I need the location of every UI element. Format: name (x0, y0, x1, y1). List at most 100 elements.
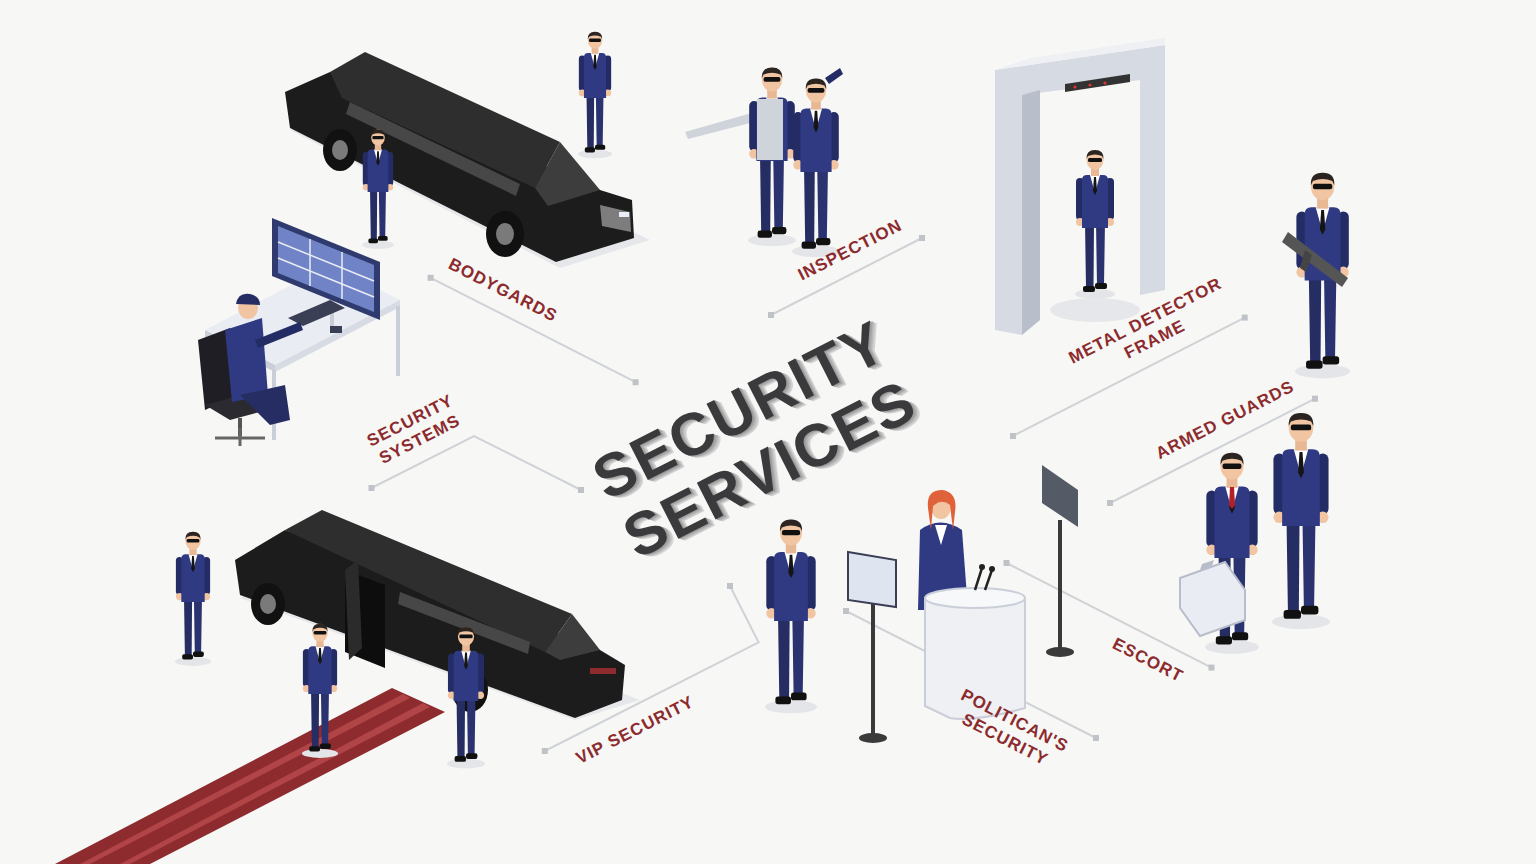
limousine-top-part (600, 205, 631, 232)
leader-dots-part (1093, 735, 1099, 741)
inspection-figures-part (685, 112, 758, 139)
politician-scene-part (935, 525, 947, 545)
inspection-figures-part (757, 99, 783, 160)
metal-detector-part (1075, 150, 1115, 299)
politician-scene-part (1058, 520, 1062, 650)
leader-dots-part (542, 748, 548, 754)
bodyguard-figures (362, 32, 612, 249)
escort-figures-part (1200, 560, 1214, 570)
bodyguard-figures-part (578, 32, 612, 159)
leader-dots-part (1004, 560, 1010, 566)
politician-scene-part (989, 566, 995, 572)
security-desk-part (255, 322, 303, 348)
metal-detector-part (995, 38, 1165, 70)
metal-detector (995, 38, 1165, 335)
service-label: ESCORT (1109, 633, 1187, 687)
security-desk-part (275, 300, 400, 372)
politician-scene-part (848, 552, 896, 607)
metal-detector-part (1065, 74, 1130, 92)
inspection-figures-part (792, 78, 840, 257)
politician-scene-part (928, 490, 956, 530)
leader-dots-part (1209, 665, 1215, 671)
politician-scene-part (871, 600, 875, 735)
limousine-top-part (486, 211, 524, 257)
politician-scene-part (925, 588, 1025, 608)
leader-dots-part (727, 583, 733, 589)
leader-dots-part (428, 275, 434, 281)
armed-guard (1282, 173, 1350, 379)
service-label: SECURITY SYSTEMS (356, 386, 473, 473)
security-desk-part (330, 326, 342, 333)
diagram-title-holder: SECURITY SERVICES (565, 299, 946, 580)
vip-guard-figures-part (447, 627, 485, 769)
metal-detector-part (995, 45, 1165, 335)
politician-scene-part (979, 564, 985, 570)
security-desk-part (215, 428, 265, 446)
politician-scene-part (859, 733, 887, 743)
service-label-holder: ARMED GUARDS (1152, 376, 1298, 464)
vip-guard-figures-part (175, 532, 211, 666)
limousine-top-part (619, 212, 629, 217)
metal-detector-part (1103, 81, 1106, 84)
service-label-holder: SECURITY SYSTEMS (356, 386, 473, 473)
service-label-holder: ESCORT (1109, 633, 1187, 687)
limousine-top-part (332, 140, 348, 160)
armed-guard-part (1300, 250, 1312, 272)
leader-dots-part (633, 379, 639, 385)
bodyguard-figures-part (362, 130, 394, 249)
limousine-top-part (323, 129, 357, 171)
security-desk-part (236, 294, 260, 305)
security-desk-part-part (341, 252, 343, 299)
red-carpet-part (80, 694, 410, 864)
leader-dots-part (843, 608, 849, 614)
inspection-figures-part (825, 68, 843, 84)
security-desk-part (278, 239, 374, 299)
limousine-bottom-part (285, 510, 572, 652)
metal-detector-part (1073, 85, 1076, 88)
politician-scene-part (1042, 465, 1078, 527)
security-desk-part (240, 385, 290, 425)
diagram-title: SECURITY SERVICES (565, 299, 946, 580)
limousine-bottom-part (590, 668, 616, 674)
security-desk-part-part (278, 242, 374, 281)
limousine-bottom-part (545, 614, 600, 660)
limousine-bottom-part (260, 594, 276, 614)
limousine-bottom-part (251, 583, 285, 625)
escort-figures-part (1272, 413, 1330, 629)
security-desk-part-part (278, 258, 374, 297)
escort-figures-part (1180, 562, 1245, 636)
escort-figures-part (1229, 487, 1235, 509)
leader-dots-part (1107, 500, 1113, 506)
security-desk (198, 218, 400, 446)
politician-scene-part (765, 520, 817, 714)
limousine-top-part (496, 223, 514, 245)
security-desk-part (396, 306, 400, 376)
metal-detector-part (1088, 83, 1091, 86)
leader-dots-part (1010, 433, 1016, 439)
inspection-figures-part (748, 67, 796, 246)
inspection-figures (685, 67, 843, 257)
limousine-bottom-part (345, 560, 362, 660)
escort-figures (1180, 413, 1330, 654)
metal-detector-part (1022, 90, 1040, 335)
leader-dots-part (1312, 396, 1318, 402)
politician-scene (765, 465, 1078, 743)
red-carpet-part (120, 703, 430, 864)
leader-dots-part (1242, 315, 1248, 321)
vip-guard-figures-part (302, 624, 338, 758)
leader-dots-part (768, 312, 774, 318)
leader-dots-part (919, 235, 925, 241)
red-carpet (55, 688, 445, 864)
security-desk-part (225, 318, 268, 402)
vip-guard-figures (175, 532, 485, 769)
red-carpet-part (55, 688, 445, 864)
security-desk-part (288, 300, 345, 326)
politician-scene-part (975, 568, 992, 590)
service-label: ARMED GUARDS (1152, 376, 1298, 464)
leader-dots-part (369, 485, 375, 491)
security-desk-part-part (309, 239, 311, 286)
limousine-bottom (235, 510, 640, 720)
armed-guard-part (1282, 232, 1348, 287)
politician-scene-part (1046, 647, 1074, 657)
